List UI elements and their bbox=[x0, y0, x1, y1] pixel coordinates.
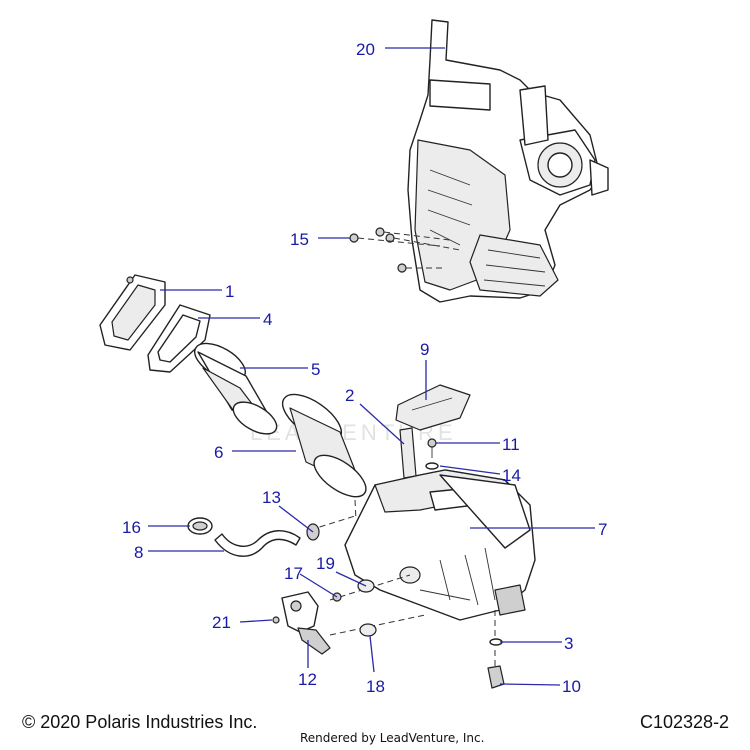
callout-6: 6 bbox=[214, 443, 223, 462]
rendered-by-text: Rendered by LeadVenture, Inc. bbox=[300, 731, 485, 745]
part-11-bolt bbox=[427, 438, 437, 458]
callout-2: 2 bbox=[345, 386, 354, 405]
part-8-hose bbox=[214, 530, 301, 557]
callout-1: 1 bbox=[225, 282, 234, 301]
callout-19: 19 bbox=[316, 554, 335, 573]
part-7-lower-airbox bbox=[344, 469, 536, 621]
part-20-intake-housing bbox=[407, 19, 609, 303]
callout-17: 17 bbox=[284, 564, 303, 583]
part-15-screws bbox=[349, 227, 461, 273]
copyright-text: © 2020 Polaris Industries Inc. bbox=[22, 712, 258, 732]
callout-20: 20 bbox=[356, 40, 375, 59]
callout-15: 15 bbox=[290, 230, 309, 249]
part-10-drain bbox=[487, 665, 505, 689]
callout-8: 8 bbox=[134, 543, 143, 562]
part-21-screw bbox=[272, 616, 280, 624]
callout-16: 16 bbox=[122, 518, 141, 537]
part-9-cover bbox=[395, 384, 471, 431]
part-18-plug bbox=[359, 623, 377, 637]
callout-11: 11 bbox=[502, 435, 520, 454]
callout-7: 7 bbox=[598, 520, 607, 539]
callout-9: 9 bbox=[420, 340, 429, 359]
callout-13: 13 bbox=[262, 488, 281, 507]
callout-14: 14 bbox=[502, 466, 521, 485]
callout-10: 10 bbox=[562, 677, 581, 696]
callout-labels: 20 15 1 4 5 9 2 6 11 14 13 7 16 8 17 19 … bbox=[122, 40, 607, 696]
part-6-prefilter bbox=[281, 393, 367, 498]
callout-21: 21 bbox=[212, 613, 231, 632]
part-4-gasket bbox=[147, 304, 211, 373]
part-2-strap bbox=[399, 427, 417, 479]
part-14-washer bbox=[425, 462, 439, 470]
figure-id: C102328-2 bbox=[640, 712, 730, 732]
part-16-clamp bbox=[187, 517, 213, 535]
callout-3: 3 bbox=[564, 634, 573, 653]
callout-18: 18 bbox=[366, 677, 385, 696]
callout-12: 12 bbox=[298, 670, 317, 689]
part-5-air-filter bbox=[194, 342, 278, 435]
callout-4: 4 bbox=[263, 310, 272, 329]
leader-lines bbox=[148, 47, 595, 686]
part-1-seal-frame bbox=[99, 274, 166, 351]
callout-5: 5 bbox=[311, 360, 320, 379]
part-12-valve bbox=[281, 591, 331, 655]
